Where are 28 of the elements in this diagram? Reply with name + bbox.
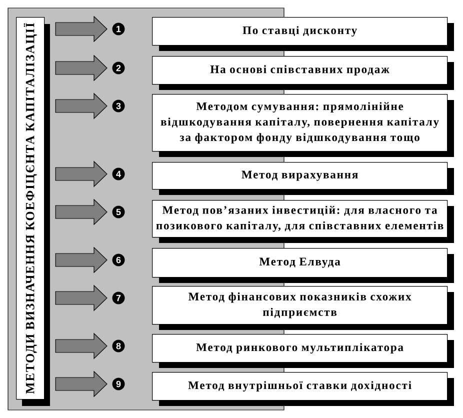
method-box: Метод пов’язаних інвестицій: для власного та позикового капіталу, для співставних елементів [152, 200, 454, 243]
block-arrow [55, 246, 108, 274]
block-arrow [55, 332, 108, 360]
block-arrow [55, 370, 108, 398]
number-badge: 2 [112, 62, 125, 74]
method-box: По ставці дисконту [152, 17, 454, 51]
number-badge: 4 [112, 168, 125, 180]
heading-box: МЕТОДИ ВИЗНАЧЕННЯ КОЕФІЦЄНТА КАПІТАЛІЗАЦІЇ [16, 17, 50, 406]
block-arrow [55, 198, 108, 226]
block-arrow [55, 284, 108, 312]
method-box: Методом сумування: прямолінійне відшкодування капіталу, повернення капіталу за фактором фонду відшкодування тощо [152, 94, 454, 157]
method-box: Метод вирахування [152, 162, 454, 195]
method-box: Метод ринкового мультиплікатора [152, 334, 454, 368]
method-box: На основі співставних продаж [152, 56, 454, 90]
number-badge: 1 [112, 22, 125, 36]
number-badge: 3 [112, 100, 125, 112]
method-box: Метод внутрішньої ставки дохідності [152, 372, 454, 406]
number-badge: 8 [112, 340, 125, 352]
block-arrow [55, 16, 108, 42]
method-box: Метод Елвуда [152, 248, 454, 283]
block-arrow [55, 160, 108, 188]
method-box: Метод фінансових показників схожих підприємств [152, 286, 454, 330]
number-badge: 6 [112, 254, 125, 266]
number-badge: 5 [112, 206, 125, 218]
block-arrow [55, 92, 108, 120]
number-badge: 9 [112, 378, 125, 390]
number-badge: 7 [112, 292, 125, 304]
block-arrow [55, 54, 108, 82]
